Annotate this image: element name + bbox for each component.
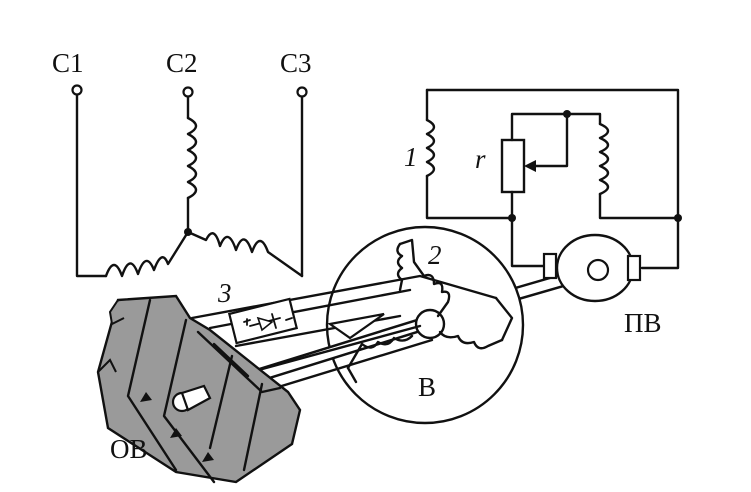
pilot-exciter-circuit: 1 r <box>404 88 682 270</box>
exciter-label: В <box>418 372 436 402</box>
terminal-label-c2: C2 <box>166 48 198 78</box>
terminal-label-c3: C3 <box>280 48 312 78</box>
brush-left <box>542 252 558 280</box>
terminal-c2-node <box>182 86 194 98</box>
rheostat-label: r <box>475 144 486 174</box>
field-winding-label: ОВ <box>110 434 148 464</box>
terminal-c1-node <box>71 84 83 96</box>
exciter-machine: 2 В <box>243 225 525 425</box>
stator-star-winding <box>75 93 304 278</box>
coil-1-label: 1 <box>404 142 418 172</box>
stator-terminals: C1 C2 C3 <box>52 48 312 98</box>
brush-right <box>626 254 642 282</box>
rheostat-wiper-arrow <box>524 160 536 172</box>
rotor-field-winding: ОВ <box>96 294 302 484</box>
rotating-rectifier-assembly: 3 <box>190 274 498 394</box>
terminal-label-c1: C1 <box>52 48 84 78</box>
pilot-exciter-label: ПВ <box>624 308 662 338</box>
winding-2-label: 2 <box>428 240 442 270</box>
rectifier-3-label: 3 <box>217 278 232 308</box>
terminal-c3-node <box>296 86 308 98</box>
rheostat <box>500 138 526 194</box>
